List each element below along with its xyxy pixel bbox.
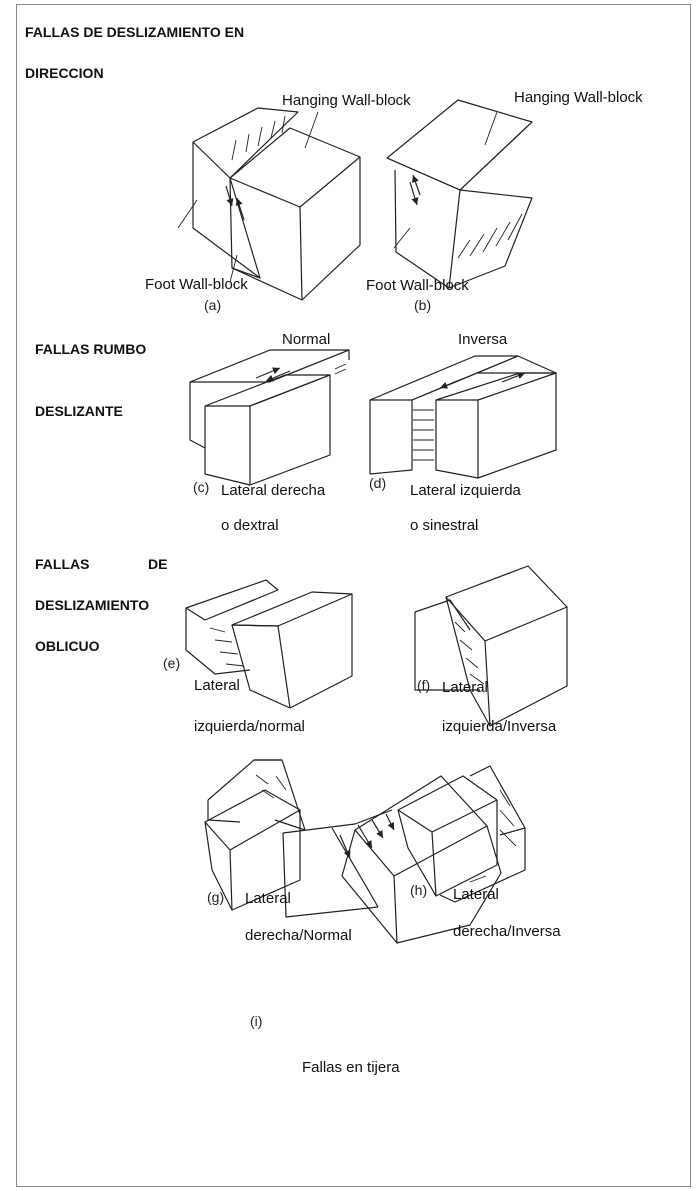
label-d-line1: Lateral izquierda <box>410 482 521 499</box>
label-normal: Normal <box>282 331 331 348</box>
diagram-e-left-lateral-normal <box>185 579 353 709</box>
diagram-g-right-lateral-normal <box>204 759 306 911</box>
letter-e: (e) <box>163 655 181 671</box>
diagram-i-scissor-fault <box>282 775 502 944</box>
heading-strike-slip-faults: FALLAS RUMBO <box>35 341 147 357</box>
letter-h: (h) <box>410 882 428 898</box>
label-h-line2: derecha/Inversa <box>453 923 561 940</box>
diagram-b-reverse-dip-slip <box>386 99 533 289</box>
heading-strike-slip-faults-line2: DESLIZANTE <box>35 403 123 419</box>
label-d-line2: o sinestral <box>410 517 479 534</box>
heading-oblique-faults-word1: FALLAS <box>35 556 90 572</box>
label-h-line1: Lateral <box>453 886 499 903</box>
label-e-line1: Lateral <box>194 677 240 694</box>
letter-i: (i) <box>250 1013 263 1029</box>
label-foot-wall-b: Foot Wall-block <box>366 277 469 294</box>
diagram-c-right-lateral <box>189 349 350 486</box>
label-inversa: Inversa <box>458 331 508 348</box>
label-c-line2: o dextral <box>221 517 279 534</box>
letter-c: (c) <box>193 479 210 495</box>
label-g-line1: Lateral <box>245 890 291 907</box>
label-f-line1: Lateral <box>442 679 488 696</box>
diagram-d-left-lateral <box>369 355 557 479</box>
diagram-h-right-lateral-reverse <box>397 765 526 903</box>
diagram-f-left-lateral-reverse <box>414 565 568 727</box>
label-scissor-faults: Fallas en tijera <box>302 1059 400 1076</box>
heading-oblique-faults-word2: DE <box>148 556 168 572</box>
heading-oblique-faults-line3: OBLICUO <box>35 638 100 654</box>
diagram-a-normal-dip-slip <box>177 107 361 301</box>
label-hanging-wall-a: Hanging Wall-block <box>282 92 411 109</box>
label-c-line1: Lateral derecha <box>221 482 326 499</box>
letter-a: (a) <box>204 297 222 313</box>
label-foot-wall-a: Foot Wall-block <box>145 276 248 293</box>
letter-g: (g) <box>207 889 225 905</box>
heading-dip-slip-faults-line2: DIRECCION <box>25 65 104 81</box>
letter-b: (b) <box>414 297 432 313</box>
label-g-line2: derecha/Normal <box>245 927 352 944</box>
letter-f: (f) <box>417 677 431 693</box>
label-f-line2: izquierda/Inversa <box>442 718 557 735</box>
label-hanging-wall-b: Hanging Wall-block <box>514 89 643 106</box>
heading-oblique-faults-line2: DESLIZAMIENTO <box>35 597 150 613</box>
heading-dip-slip-faults: FALLAS DE DESLIZAMIENTO EN <box>25 24 245 40</box>
letter-d: (d) <box>369 475 387 491</box>
page-border <box>16 4 691 1187</box>
label-e-line2: izquierda/normal <box>194 718 305 735</box>
